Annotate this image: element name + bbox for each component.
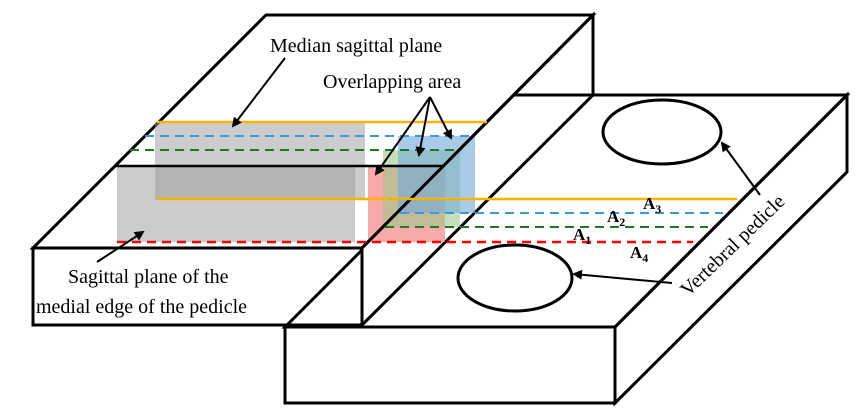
upper-block-edge: [360, 13, 595, 250]
area-label-a1: A1: [573, 225, 591, 247]
lower-block-front-face: [283, 325, 617, 405]
arrows: [96, 57, 761, 284]
arrow-sagittal-plane: [96, 230, 145, 263]
area-label-a4: A4: [630, 243, 648, 265]
label-overlapping-area: Overlapping area: [323, 71, 461, 93]
label-sagittal-medial-1: Sagittal plane of the: [68, 266, 229, 288]
label-median-sagittal-plane: Median sagittal plane: [270, 35, 442, 57]
plane-lines: [117, 120, 737, 244]
arrow-median-plane: [231, 57, 286, 128]
area-label-a3: A3: [643, 194, 661, 216]
median-plane-lower-rect: [117, 167, 355, 242]
arrow-overlap-1: [374, 96, 431, 176]
area-label-a2: A2: [607, 207, 625, 229]
lower-vertebra-block: [281, 91, 851, 407]
arrow-overlap-3: [429, 96, 452, 140]
arrow-overlap-2: [415, 96, 431, 157]
lower-block-top-face: [281, 93, 851, 329]
label-sagittal-medial-2: medial edge of the pedicle: [36, 296, 247, 318]
arrow-pedicle-upper: [720, 141, 761, 196]
pedicle-lower: [456, 243, 574, 313]
pedicle-upper: [601, 98, 723, 166]
arrow-pedicle-lower: [572, 269, 673, 284]
